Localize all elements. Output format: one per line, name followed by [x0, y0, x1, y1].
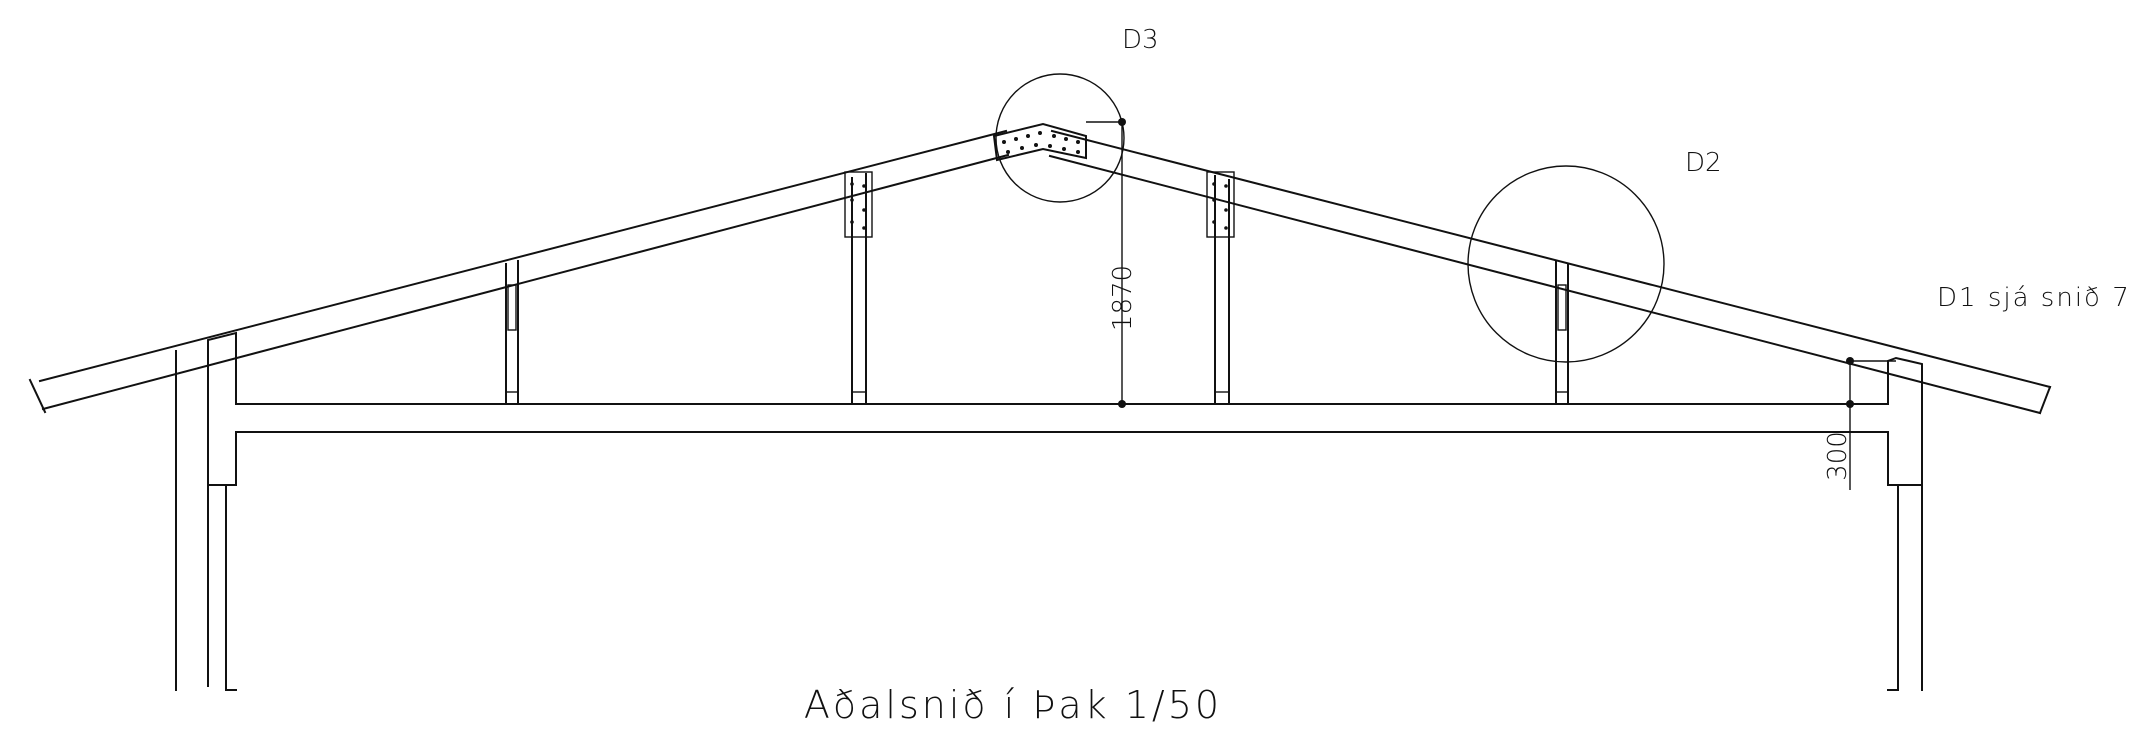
posts — [505, 171, 1569, 405]
left-wall — [175, 331, 237, 691]
rafters — [28, 129, 2052, 415]
label-d1: D1 sjá snið 7 — [1937, 283, 2131, 313]
detail-circle-d2 — [1467, 165, 1665, 363]
label-d3: D3 — [1122, 25, 1159, 55]
dimension-ridge-height — [1086, 118, 1126, 408]
right-wall — [1887, 356, 1923, 691]
ridge-height-value: 1870 — [1108, 265, 1138, 331]
dimension-eave-offset — [1846, 357, 1896, 490]
post-right-outer — [1555, 261, 1569, 405]
detail-circle-d3 — [995, 73, 1125, 203]
ceiling-joists — [235, 403, 1889, 433]
eave-offset-value: 300 — [1823, 431, 1853, 481]
drawing-title: Aðalsnið í Þak 1/50 — [804, 683, 1222, 727]
ridge-plate — [992, 122, 1087, 162]
label-d2: D2 — [1685, 148, 1722, 178]
post-left-inner — [844, 171, 873, 405]
post-right-inner — [1206, 171, 1235, 405]
post-left-outer — [505, 260, 519, 405]
